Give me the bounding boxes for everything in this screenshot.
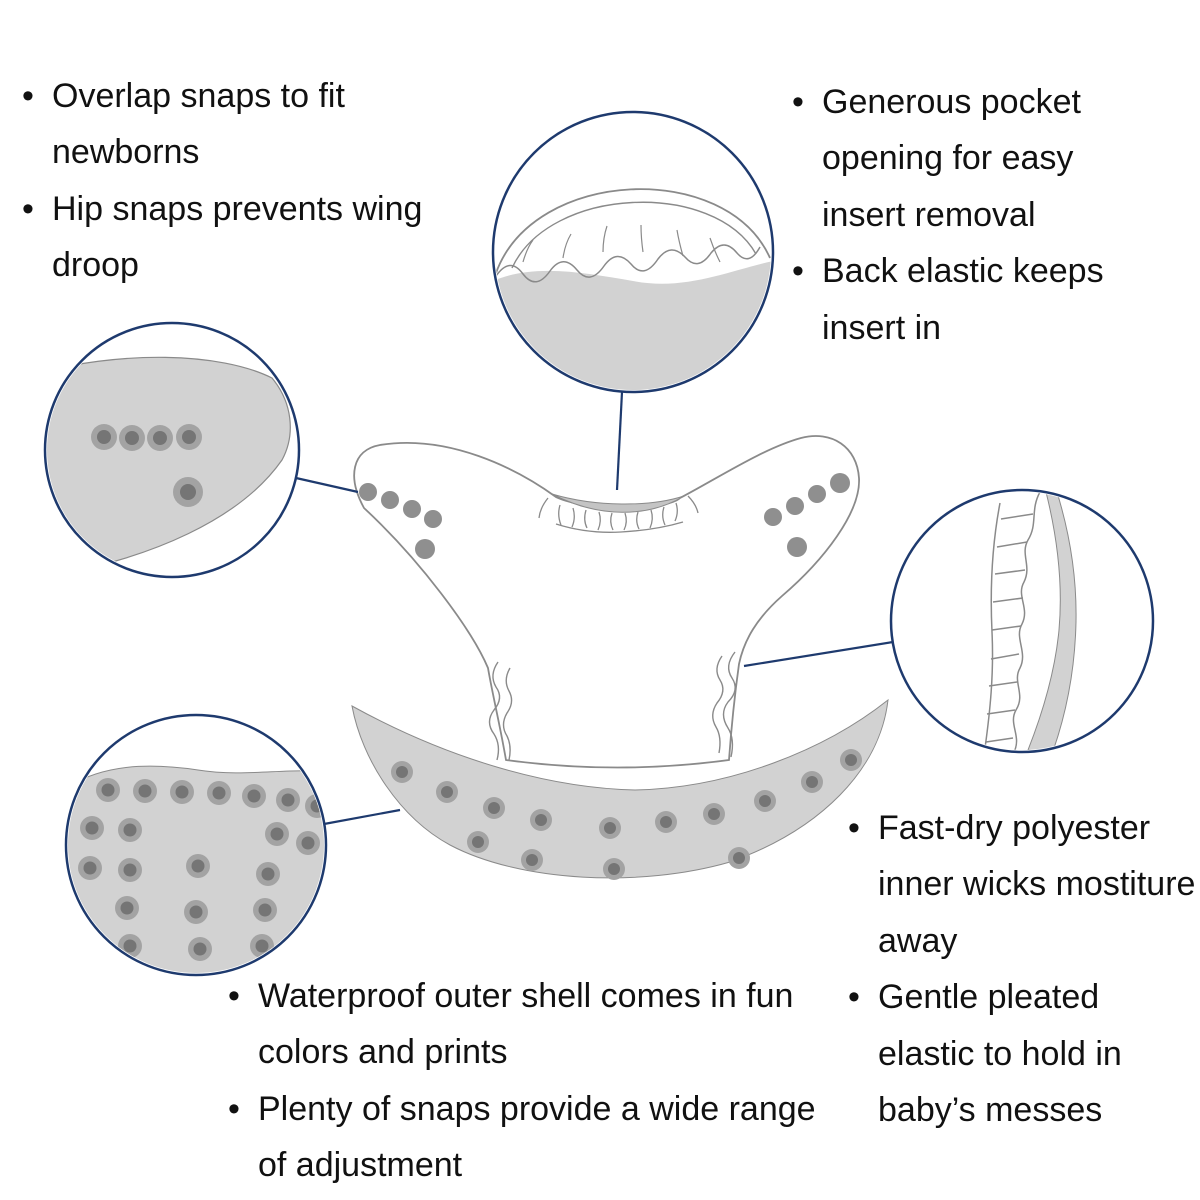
wing-detail-snaps bbox=[91, 424, 203, 507]
right-leg-seam-2 bbox=[712, 655, 724, 754]
bullet-item: • Fast-dry polyester inner wicks mostitu… bbox=[848, 800, 1198, 969]
connector-band-snaps bbox=[323, 808, 401, 826]
bullet-text: Hip snaps prevents wing droop bbox=[52, 189, 423, 285]
diaper-outline bbox=[353, 435, 860, 769]
pocket-stitching bbox=[538, 495, 699, 533]
note-top-left: • Overlap snaps to fit newborns • Hip sn… bbox=[22, 68, 454, 294]
pocket-detail-outer-edge bbox=[495, 188, 771, 274]
pocket-opening bbox=[538, 493, 699, 533]
callout-circle-wing-snaps bbox=[43, 321, 301, 579]
elastic-detail-band bbox=[1027, 492, 1077, 750]
callout-circle-pocket bbox=[491, 110, 775, 394]
left-wing-snaps bbox=[359, 483, 442, 559]
bullet-item: • Plenty of snaps provide a wide range o… bbox=[228, 1081, 824, 1194]
note-bottom-center: • Waterproof outer shell comes in fun co… bbox=[228, 968, 824, 1194]
bullet-item: • Overlap snaps to fit newborns bbox=[22, 68, 454, 181]
bullet-dot: • bbox=[228, 977, 240, 1015]
bullet-item: • Waterproof outer shell comes in fun co… bbox=[228, 968, 824, 1081]
right-leg-seam bbox=[722, 651, 736, 758]
callout-circle-band-snaps bbox=[64, 713, 328, 977]
bullet-text: Plenty of snaps provide a wide range of … bbox=[258, 1089, 816, 1185]
bullet-text: Fast-dry polyester inner wicks mostiture… bbox=[878, 809, 1196, 960]
band-snaps bbox=[391, 749, 862, 880]
left-leg-seam bbox=[488, 661, 501, 761]
left-leg-seam-2 bbox=[502, 667, 513, 761]
bullet-dot: • bbox=[228, 1089, 240, 1128]
connector-elastic bbox=[743, 640, 894, 668]
pocket-detail-inner-edge bbox=[511, 201, 757, 269]
bullet-text: Waterproof outer shell comes in fun colo… bbox=[258, 977, 794, 1072]
bullet-item: • Back elastic keeps insert in bbox=[792, 243, 1124, 356]
pocket-detail-gather-stitches bbox=[522, 224, 721, 263]
note-top-right: • Generous pocket opening for easy inser… bbox=[792, 74, 1124, 356]
band-detail-snaps bbox=[78, 778, 324, 961]
diaper-body bbox=[353, 435, 860, 769]
bullet-item: • Gentle pleated elastic to hold in baby… bbox=[848, 969, 1198, 1138]
right-wing-snaps bbox=[764, 473, 850, 557]
bullet-dot: • bbox=[22, 77, 34, 115]
waterproof-band bbox=[351, 698, 889, 880]
connector-wing-snaps bbox=[295, 476, 359, 494]
bullet-dot: • bbox=[22, 189, 34, 228]
callout-connectors bbox=[295, 391, 894, 826]
bullet-item: • Hip snaps prevents wing droop bbox=[22, 181, 454, 294]
bullet-text: Overlap snaps to fit newborns bbox=[52, 77, 345, 172]
note-bottom-right: • Fast-dry polyester inner wicks mostitu… bbox=[848, 800, 1198, 1139]
bullet-item: • Generous pocket opening for easy inser… bbox=[792, 74, 1124, 243]
bullet-dot: • bbox=[792, 83, 804, 121]
bullet-dot: • bbox=[792, 252, 804, 291]
wing-detail-shape bbox=[47, 356, 291, 575]
connector-pocket bbox=[615, 391, 624, 491]
elastic-detail-pleats bbox=[984, 492, 1041, 750]
pocket-detail-insert bbox=[495, 261, 771, 390]
bullet-dot: • bbox=[848, 978, 860, 1017]
bullet-text: Gentle pleated elastic to hold in baby’s… bbox=[878, 978, 1122, 1130]
pocket-detail-elastic-ruffle bbox=[495, 244, 761, 283]
bullet-text: Generous pocket opening for easy insert … bbox=[822, 83, 1081, 234]
bullet-text: Back elastic keeps insert in bbox=[822, 252, 1104, 347]
callout-circle-elastic bbox=[889, 488, 1155, 754]
bullet-dot: • bbox=[848, 809, 860, 847]
